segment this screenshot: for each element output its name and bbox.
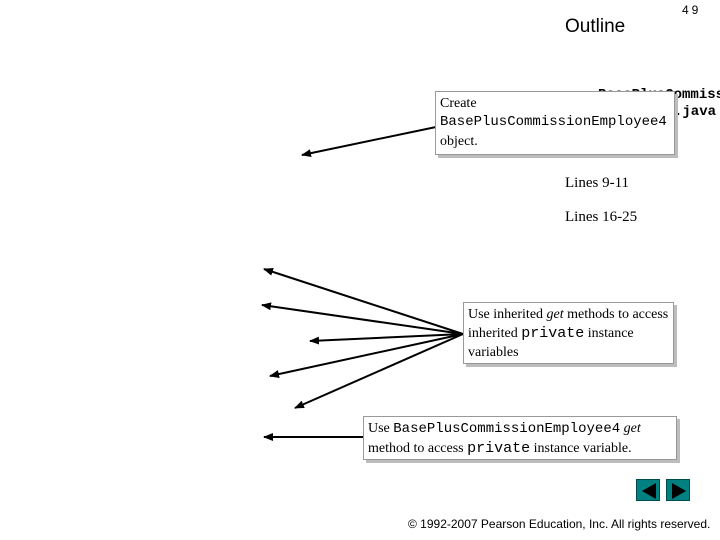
arrow-inherited-4 (269, 333, 464, 378)
callout-base-get-word: get (623, 421, 641, 436)
callout-inherited-get: Use inherited get methods to access inhe… (463, 302, 674, 364)
arrow-create (301, 126, 437, 158)
callout-base-class: BasePlusCommissionEmployee4 (393, 421, 621, 437)
arrow-inherited-2 (261, 302, 464, 335)
callout-create-object: Create BasePlusCommissionEmployee4 objec… (435, 91, 675, 155)
callout-base-suffix: instance variable. (530, 441, 632, 456)
arrow-inherited-3 (309, 333, 464, 345)
callout-inherited-prefix: Use inherited (468, 307, 547, 322)
lines-ref-a: Lines 9-11 (565, 175, 630, 191)
callout-create-line1: Create (440, 96, 477, 111)
callout-base-private: private (467, 440, 531, 457)
callout-inherited-suffix: instance variables (468, 326, 634, 360)
callout-inherited-mid: methods to access inherited (468, 307, 669, 341)
outline-title: Outline (565, 16, 626, 37)
callout-inherited-get-word: get (546, 307, 564, 322)
lines-ref-b: Lines 16-25 (565, 209, 638, 225)
prev-slide-button[interactable] (636, 479, 660, 501)
copyright-notice: © 1992-2007 Pearson Education, Inc. All … (408, 517, 711, 531)
callout-base-prefix: Use (368, 421, 394, 436)
page-number: 49 (682, 3, 702, 17)
arrow-inherited-5 (294, 333, 464, 409)
arrow-inherited-1 (263, 267, 464, 335)
callout-base-get: Use BasePlusCommissionEmployee4 get meth… (363, 416, 677, 460)
callout-inherited-private: private (521, 325, 585, 342)
callout-create-class: BasePlusCommissionEmployee4 (440, 114, 667, 130)
callout-create-line3: object. (440, 134, 478, 149)
right-triangle-icon (672, 483, 686, 499)
left-triangle-icon (642, 483, 656, 499)
callout-base-mid: method to access (368, 441, 468, 456)
next-slide-button[interactable] (666, 479, 690, 501)
